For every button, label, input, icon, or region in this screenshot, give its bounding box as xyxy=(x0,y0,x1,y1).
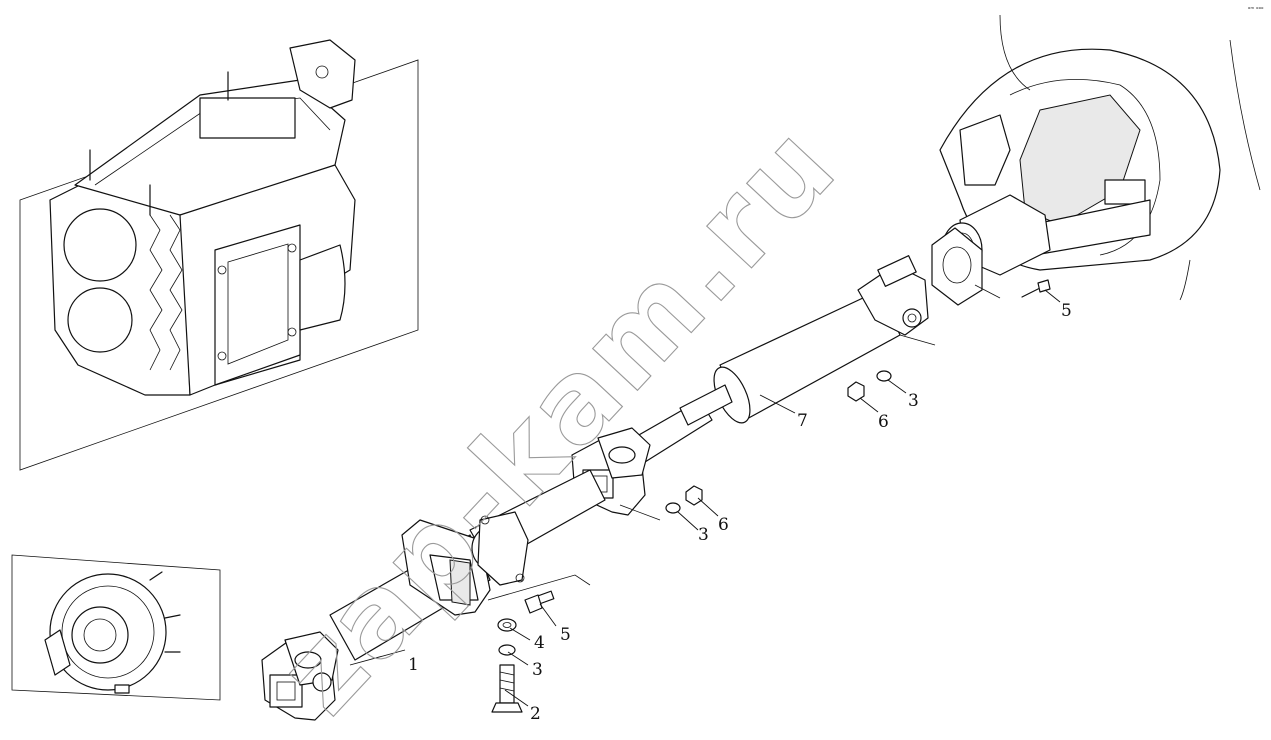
lock-washer xyxy=(665,502,681,514)
output-flange-detail xyxy=(11,554,221,701)
rear-axle-assembly xyxy=(939,14,1261,301)
fasteners xyxy=(491,279,1051,713)
driveshaft-assembly xyxy=(261,227,1001,721)
nut xyxy=(847,381,865,402)
callout-6: 6 xyxy=(718,515,729,535)
lock-washer xyxy=(876,370,892,382)
callout-2: 2 xyxy=(530,704,541,724)
leader-lines xyxy=(349,289,1061,707)
callout-4: 4 xyxy=(534,633,545,653)
callouts: 1 2 3 4 5 3 6 7 6 3 5 xyxy=(408,301,1072,724)
corner-mark: ᵒᵐ ᵒᵒᵒ xyxy=(1248,6,1264,13)
nut xyxy=(685,485,703,506)
callout-3: 3 xyxy=(532,660,543,680)
callout-1: 1 xyxy=(408,655,419,675)
callout-3: 3 xyxy=(698,525,709,545)
callout-5: 5 xyxy=(1061,301,1072,321)
bolt xyxy=(499,664,515,704)
flat-washer xyxy=(497,618,517,632)
callout-5: 5 xyxy=(560,625,571,645)
lock-washer xyxy=(498,644,516,656)
gearbox-assembly xyxy=(19,39,419,471)
callout-3: 3 xyxy=(908,391,919,411)
callout-6: 6 xyxy=(878,412,889,432)
callout-7: 7 xyxy=(797,411,808,431)
